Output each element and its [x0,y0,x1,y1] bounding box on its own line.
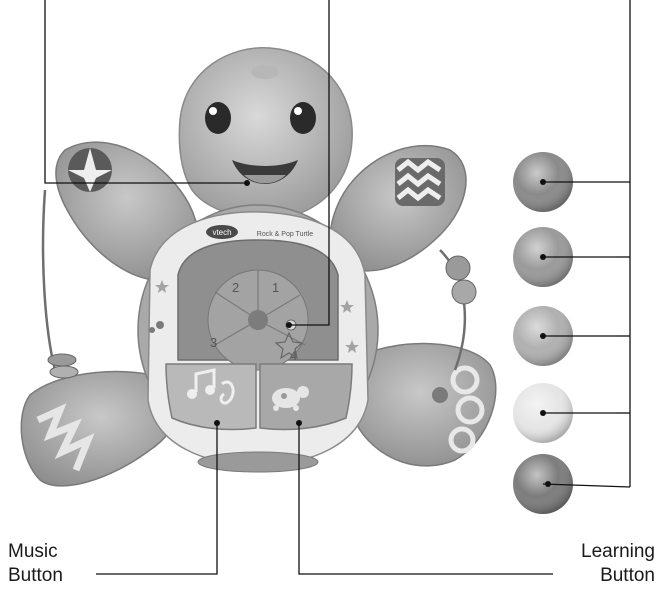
bead-left [47,353,77,367]
learning-button[interactable] [259,363,353,431]
flipper-bottom-left [20,370,181,487]
bead-wire-left [41,189,57,371]
base-stand [197,451,319,473]
learning-button-label: Learning Button [581,540,655,588]
leader-line-mouth [44,0,247,184]
bead-right [445,255,471,281]
wheel-number-3: 3 [210,335,217,350]
brand-badge-text: vtech [212,228,231,237]
flipper-top-right [329,144,467,272]
leader-line-learning [298,423,553,575]
star-icon [345,340,359,353]
leader-line-music [96,423,218,575]
turtle-toy: vtech Rock & Pop Turtle 2 1 3 4 [20,47,497,487]
brand-badge: vtech [206,225,238,239]
wheel-number-2: 2 [232,280,239,295]
music-button[interactable] [165,363,257,431]
star-icon [274,331,304,360]
star-icon [340,300,354,313]
star-icon [155,280,169,293]
flipper-bottom-right [344,342,497,467]
leader-line-wheel [289,0,330,326]
turtle-icon [272,386,309,411]
learning-button-label-line-2: Button [600,565,655,586]
turtle-shell: vtech Rock & Pop Turtle 2 1 3 4 [137,204,379,466]
music-button-label: Music Button [8,540,63,588]
right-eye [290,102,316,134]
turtle-head [178,47,353,220]
music-note-icon [187,368,235,405]
wheel-number-1: 1 [272,280,279,295]
leader-lines [44,0,631,575]
learning-button-label-line-1: Learning [581,541,655,562]
music-button-label-line-2: Button [8,565,63,586]
music-button-label-line-1: Music [8,541,58,562]
left-eye [205,102,231,134]
name-plate: Rock & Pop Turtle [257,231,314,238]
